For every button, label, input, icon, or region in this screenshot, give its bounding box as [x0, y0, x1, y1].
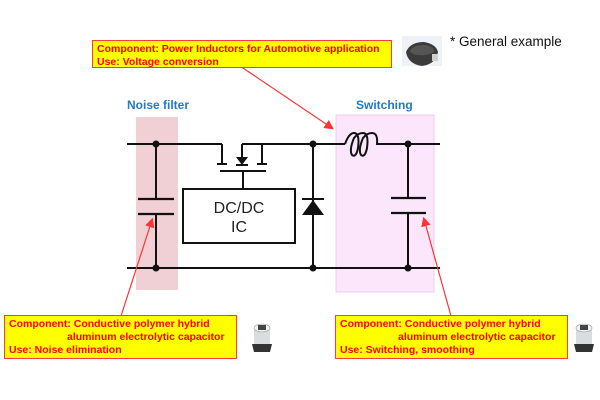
pointer-switching-capacitor [421, 216, 452, 317]
noise-capacitor-photo [252, 323, 272, 352]
pointer-inductor [239, 65, 334, 130]
switching-capacitor [391, 196, 426, 215]
noise-capacitor-callout: Component: Conductive polymer hybrid alu… [4, 315, 237, 359]
pointer-noise-capacitor [120, 217, 155, 317]
junctions [152, 140, 412, 272]
general-example-note: * General example [450, 34, 562, 49]
power-inductor-photo [402, 36, 442, 66]
noise-capacitor-component-text: Component: Conductive polymer hybrid [9, 318, 210, 330]
switching-label: Switching [356, 98, 413, 112]
diode [302, 198, 324, 215]
ic-label-line1: DC/DC [214, 200, 265, 217]
switching-capacitor-use-text: Use: Switching, smoothing [340, 344, 475, 356]
inductor [344, 131, 380, 157]
inductor-callout: Component: Power Inductors for Automotiv… [92, 40, 392, 68]
noise-capacitor-use-text: Use: Noise elimination [9, 344, 122, 356]
switching-capacitor-callout: Component: Conductive polymer hybrid alu… [335, 315, 568, 359]
wires [127, 143, 440, 269]
ic-label-line2: IC [231, 219, 247, 236]
switching-capacitor-component-text-2: aluminum electrolytic capacitor [398, 331, 556, 343]
switching-capacitor-photo [574, 323, 594, 352]
noise-filter-label: Noise filter [127, 98, 190, 112]
switching-region [335, 114, 435, 293]
noise-capacitor-component-text-2: aluminum electrolytic capacitor [67, 331, 225, 343]
dcdc-ic-box [182, 188, 296, 244]
noise-filter-capacitor [138, 197, 174, 216]
inductor-component-text: Component: Power Inductors for Automotiv… [97, 43, 380, 55]
inductor-use-text: Use: Voltage conversion [97, 56, 219, 68]
switching-capacitor-component-text: Component: Conductive polymer hybrid [340, 318, 541, 330]
mosfet [217, 157, 267, 166]
